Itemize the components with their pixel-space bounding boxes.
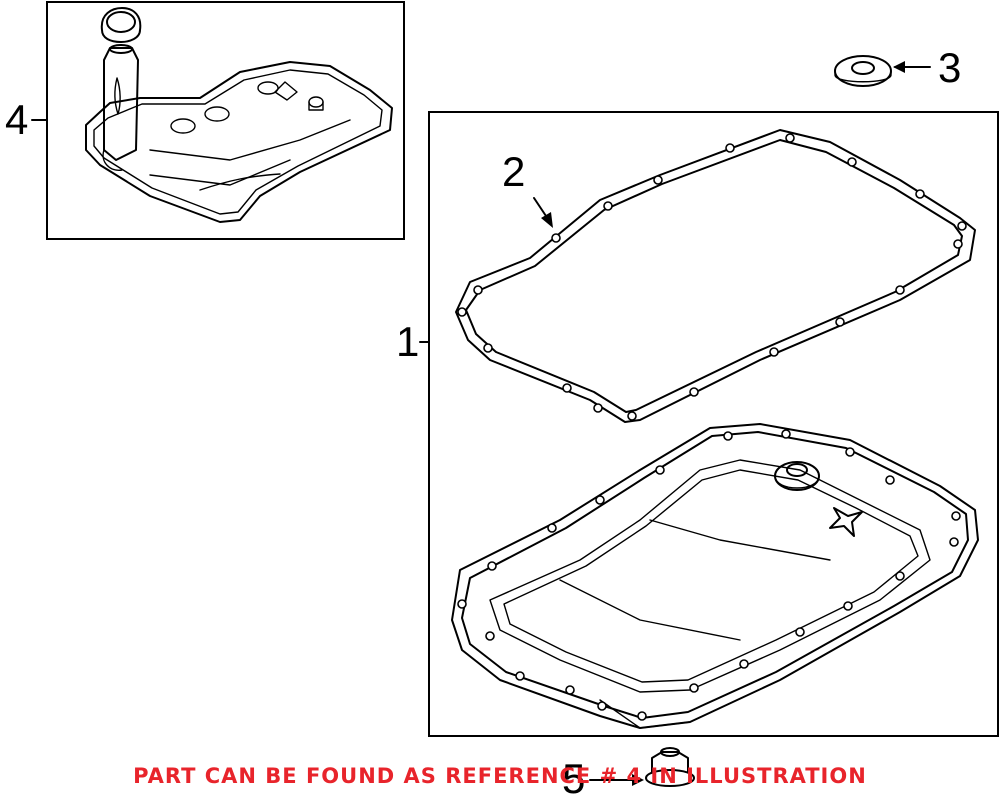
gasket-bolt-holes [457,133,967,421]
callout-5-arrow [632,774,644,786]
drain-plug-washer[interactable] [834,55,892,87]
oil-pan-assembly-frame [428,111,999,737]
callout-4-label[interactable]: 4 [5,96,28,143]
callout-3-label[interactable]: 3 [938,44,961,91]
filter-seal[interactable] [100,7,142,43]
transmission-oil-pan[interactable] [451,423,979,729]
callout-1-label[interactable]: 1 [396,318,419,365]
oil-pan-gasket[interactable] [455,129,976,423]
callout-5-label[interactable]: 5 [562,755,585,799]
transmission-filter[interactable] [85,44,393,223]
callout-2-arrow [541,212,553,228]
callout-3-arrow [893,61,905,73]
oil-pan-bolt-holes [457,429,961,721]
drain-plug[interactable] [645,747,695,787]
callout-2-label[interactable]: 2 [502,148,525,195]
